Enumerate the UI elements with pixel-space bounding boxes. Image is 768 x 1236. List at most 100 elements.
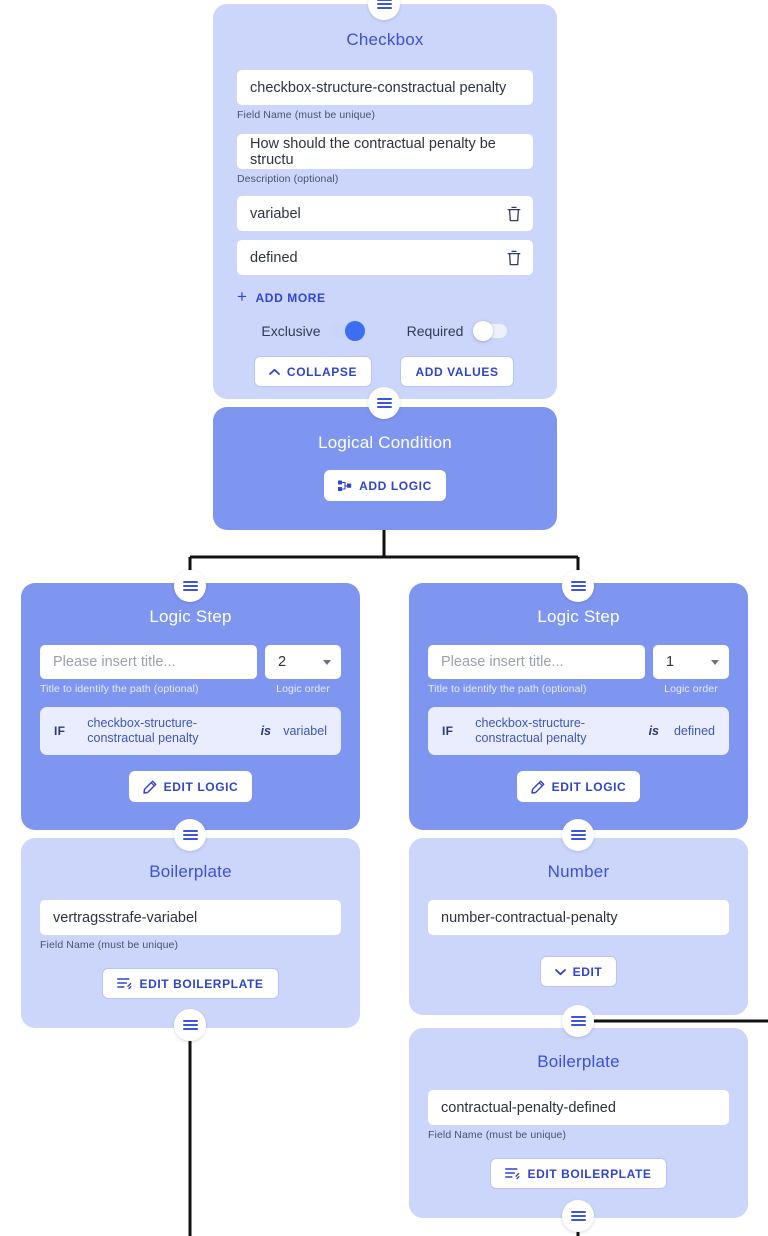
logic-step-card-right: Logic Step Please insert title... Title … xyxy=(409,583,748,830)
trash-icon[interactable] xyxy=(507,206,521,222)
drag-handle-icon xyxy=(376,0,392,11)
required-toggle[interactable] xyxy=(473,321,508,341)
boilerplate-title: Boilerplate xyxy=(149,862,232,881)
logic-order-value: 2 xyxy=(278,654,287,670)
logic-order-helper: Logic order xyxy=(664,683,718,695)
add-values-label: ADD VALUES xyxy=(415,364,499,379)
logic-order-helper: Logic order xyxy=(276,683,330,695)
path-title-helper: Title to identify the path (optional) xyxy=(40,683,199,695)
required-toggle-row: Required xyxy=(385,321,529,341)
path-title-input[interactable]: Please insert title... xyxy=(40,645,257,679)
condition-operator: is xyxy=(260,724,271,738)
field-name-input[interactable]: checkbox-structure-constractual penalty xyxy=(237,70,533,105)
logic-nodes-icon xyxy=(338,480,352,491)
logic-step-title: Logic Step xyxy=(537,607,620,626)
condition-operator: is xyxy=(648,724,659,738)
logic-order-select[interactable]: 1 xyxy=(653,645,729,679)
condition-field: checkbox-structure-constractual penalty xyxy=(475,716,587,745)
option-row[interactable]: defined xyxy=(237,240,533,275)
chevron-up-icon xyxy=(269,368,280,375)
path-title-input[interactable]: Please insert title... xyxy=(428,645,645,679)
field-name-input[interactable]: vertragsstrafe-variabel xyxy=(40,900,341,935)
condition-row: IF checkbox-structure-constractual penal… xyxy=(40,707,341,755)
chevron-down-icon xyxy=(554,968,566,975)
field-name-input[interactable]: contractual-penalty-defined xyxy=(428,1090,729,1125)
collapse-label: COLLAPSE xyxy=(286,364,358,379)
option-value: defined xyxy=(250,249,298,266)
exclusive-toggle-row: Exclusive xyxy=(241,321,385,341)
logic-step-title: Logic Step xyxy=(149,607,232,626)
toggle-knob xyxy=(473,321,494,341)
add-logic-button[interactable]: ADD LOGIC xyxy=(324,470,446,501)
condition-value: variabel xyxy=(283,724,327,738)
add-logic-label: ADD LOGIC xyxy=(359,478,432,493)
drag-handle-icon xyxy=(570,1014,586,1028)
option-row[interactable]: variabel xyxy=(237,196,533,231)
drag-handle-logic-step-right-top[interactable] xyxy=(562,570,594,602)
drag-handle-logic-step-left-top[interactable] xyxy=(174,570,206,602)
pencil-icon xyxy=(530,780,545,794)
boilerplate-card-right: Boilerplate contractual-penalty-defined … xyxy=(409,1028,748,1218)
option-value: variabel xyxy=(250,205,301,222)
drag-handle-logical-condition-top[interactable] xyxy=(368,387,400,419)
field-name-helper: Field Name (must be unique) xyxy=(40,939,179,951)
checkbox-card: Checkbox checkbox-structure-constractual… xyxy=(213,4,557,399)
chevron-down-icon xyxy=(711,659,719,665)
drag-handle-icon xyxy=(182,828,198,842)
drag-handle-boilerplate-right-bottom[interactable] xyxy=(562,1200,594,1232)
drag-handle-boilerplate-left-bottom[interactable] xyxy=(174,1009,206,1041)
add-more-label: ADD MORE xyxy=(255,290,326,305)
field-name-input[interactable]: number-contractual-penalty xyxy=(428,900,729,935)
drag-handle-number-bottom[interactable] xyxy=(562,1005,594,1037)
chevron-down-icon xyxy=(323,659,331,665)
drag-handle-icon xyxy=(570,579,586,593)
drag-handle-number-top[interactable] xyxy=(562,819,594,851)
condition-value: defined xyxy=(673,724,715,738)
drag-handle-icon xyxy=(570,1209,586,1223)
number-card: Number number-contractual-penalty EDIT xyxy=(409,838,748,1015)
edit-number-button[interactable]: EDIT xyxy=(539,956,618,987)
condition-keyword: IF xyxy=(442,724,454,738)
edit-number-label: EDIT xyxy=(572,964,603,979)
description-helper: Description (optional) xyxy=(237,173,339,185)
exclusive-toggle[interactable] xyxy=(330,321,365,341)
edit-boilerplate-button[interactable]: EDIT BOILERPLATE xyxy=(102,968,279,999)
edit-lines-icon xyxy=(505,1168,520,1180)
required-label: Required xyxy=(406,323,464,339)
trash-icon[interactable] xyxy=(507,250,521,266)
logical-condition-title: Logical Condition xyxy=(318,433,452,452)
field-name-helper: Field Name (must be unique) xyxy=(237,109,376,121)
pencil-icon xyxy=(142,780,157,794)
edit-logic-button[interactable]: EDIT LOGIC xyxy=(516,771,641,802)
drag-handle-checkbox-top[interactable] xyxy=(368,0,400,20)
add-more-button[interactable]: + ADD MORE xyxy=(237,288,326,306)
edit-lines-icon xyxy=(117,978,132,990)
toggle-knob xyxy=(344,321,365,341)
logic-order-select[interactable]: 2 xyxy=(265,645,341,679)
boilerplate-card-left: Boilerplate vertragsstrafe-variabel Fiel… xyxy=(21,838,360,1028)
checkbox-card-title: Checkbox xyxy=(346,30,424,49)
edit-boilerplate-label: EDIT BOILERPLATE xyxy=(139,976,264,991)
condition-row: IF checkbox-structure-constractual penal… xyxy=(428,707,729,755)
field-name-helper: Field Name (must be unique) xyxy=(428,1129,567,1141)
boilerplate-title: Boilerplate xyxy=(537,1052,620,1071)
condition-field: checkbox-structure-constractual penalty xyxy=(87,716,199,745)
drag-handle-icon xyxy=(182,1018,198,1032)
collapse-button[interactable]: COLLAPSE xyxy=(253,356,373,387)
drag-handle-icon xyxy=(182,579,198,593)
edit-logic-button[interactable]: EDIT LOGIC xyxy=(128,771,253,802)
exclusive-label: Exclusive xyxy=(261,323,321,339)
edit-logic-label: EDIT LOGIC xyxy=(551,779,627,794)
drag-handle-icon xyxy=(376,396,392,410)
path-title-helper: Title to identify the path (optional) xyxy=(428,683,587,695)
description-input[interactable]: How should the contractual penalty be st… xyxy=(237,134,533,169)
edit-boilerplate-label: EDIT BOILERPLATE xyxy=(527,1166,652,1181)
add-values-button[interactable]: ADD VALUES xyxy=(400,356,514,387)
number-card-title: Number xyxy=(547,862,610,881)
logic-order-value: 1 xyxy=(666,654,675,670)
logical-condition-card: Logical Condition ADD LOGIC xyxy=(213,407,557,530)
edit-logic-label: EDIT LOGIC xyxy=(163,779,239,794)
drag-handle-boilerplate-left-top[interactable] xyxy=(174,819,206,851)
edit-boilerplate-button[interactable]: EDIT BOILERPLATE xyxy=(490,1158,667,1189)
